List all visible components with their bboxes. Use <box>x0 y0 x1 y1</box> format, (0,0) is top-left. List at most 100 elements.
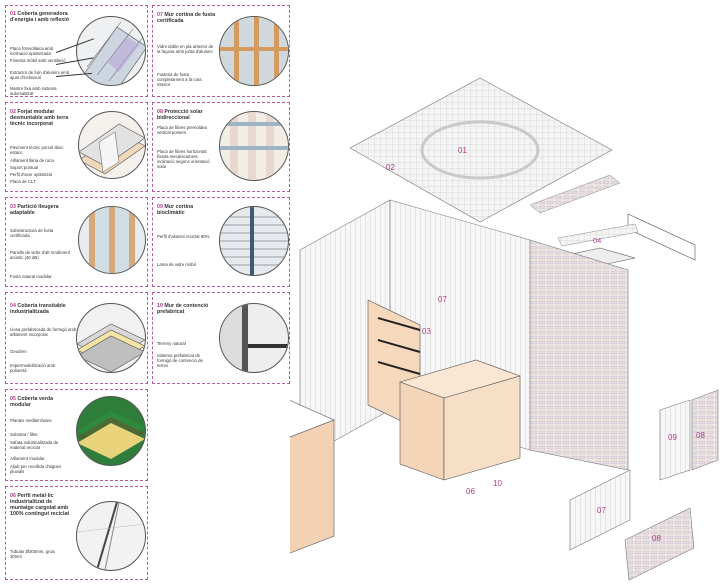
detail-panel-09: 09 Mur cortina bioclimàtic Perfil d'alum… <box>152 197 290 287</box>
panel-number: 04 <box>10 303 16 309</box>
panel-number: 02 <box>10 109 16 115</box>
panel-title-text: Mur de contenció prefabricat <box>157 303 209 315</box>
panel-label: Finestra mòbil amb ventilació <box>10 58 66 63</box>
green-roof-detail-icon <box>77 411 145 459</box>
panel-label: Vidre doble en pla anterior de la façana… <box>157 44 214 54</box>
detail-panel-10: 10 Mur de contenció prefabricat Terreny … <box>152 292 290 384</box>
building-right-face <box>529 239 629 471</box>
label-02: 02 <box>386 163 395 172</box>
label-panel-09a: 09 <box>668 433 677 442</box>
floor-slab-detail-icon <box>79 123 145 175</box>
panel-number: 08 <box>157 109 163 115</box>
detail-circle-08 <box>219 111 289 181</box>
panel-title: 06 Perfil metàl·lic industrialitzat de m… <box>10 493 72 517</box>
panel-title: 08 Protecció solar bidireccional <box>157 109 219 121</box>
left-block-right <box>290 419 335 554</box>
solar-shading-detail-icon <box>220 112 288 180</box>
detail-panel-06: 06 Perfil metàl·lic industrialitzat de m… <box>5 486 148 580</box>
detail-panel-01: 01 Coberta generadora d'energia i amb re… <box>5 5 148 97</box>
front-block-left <box>399 381 445 481</box>
panel-title: 07 Mur cortina de fusta certificada <box>157 12 219 24</box>
detail-panel-08: 08 Protecció solar bidireccional Placa d… <box>152 102 290 192</box>
partition-detail-icon <box>89 207 135 273</box>
panel-title-text: Coberta generadora d'energia i amb refle… <box>10 11 69 23</box>
panel-label: Fusta natural modular <box>10 274 52 279</box>
detail-circle-06 <box>76 501 146 571</box>
timber-curtain-wall-icon <box>220 17 288 85</box>
panel-label: Substrat / filtre <box>10 432 38 437</box>
panel-title-text: Forjat modular desmuntable amb terra tèc… <box>10 109 69 127</box>
panel-label: Geodren <box>10 349 27 354</box>
rooftop-unit <box>627 213 696 261</box>
panel-title-text: Mur cortina bioclimàtic <box>157 204 194 216</box>
panel-label: Placa de CLT <box>10 179 36 184</box>
panel-label: Terreny natural <box>157 341 186 346</box>
panel-number: 03 <box>10 204 16 210</box>
panel-label: Extractor de fum d'alumini amb ajust d'i… <box>10 70 70 80</box>
panel-title: 10 Mur de contenció prefabricat <box>157 303 219 315</box>
panel-number: 01 <box>10 11 16 17</box>
panel-label: Impermeabilització amb poliuretà <box>10 363 56 373</box>
exploded-axonometric: 01 02 04 05 07 03 06 10 07 <box>290 77 719 581</box>
panel-label: Safata industrialitzada de material reci… <box>10 440 59 450</box>
label-panel-08: 08 <box>652 534 661 543</box>
panel-title: 02 Forjat modular desmuntable amb terra … <box>10 109 72 127</box>
panel-label: Tubular Ø300mm, gruix 30mm <box>10 549 55 559</box>
shading-strip <box>529 174 621 214</box>
front-block-right <box>443 375 521 481</box>
panel-label: Mestre fixa amb sistema automatitzat <box>10 86 57 96</box>
panel-label: Aïllament modular <box>10 456 45 461</box>
panel-label: Aïllament llana de roca <box>10 158 54 163</box>
panel-label: Placa de fibres horitzontal fixada mecàn… <box>157 149 210 169</box>
panel-label: Perfil d'acer optimitzat <box>10 172 53 177</box>
detail-panel-05: 05 Coberta verda modular Plantes mediter… <box>5 389 148 481</box>
detail-circle-01 <box>76 16 146 86</box>
panel-title: 05 Coberta verda modular <box>10 396 72 408</box>
panel-number: 07 <box>157 12 163 18</box>
label-06: 06 <box>466 487 475 496</box>
detail-circle-03 <box>78 206 146 274</box>
panel-title-text: Partició lleugera adaptable <box>10 204 59 216</box>
facade-panel-08 <box>624 507 695 581</box>
panel-title: 03 Partició lleugera adaptable <box>10 204 72 216</box>
detail-circle-10 <box>219 303 289 373</box>
panel-label: Lama de vidre mòbil <box>157 262 196 267</box>
retaining-wall-icon <box>220 304 288 372</box>
bioclimatic-wall-icon <box>220 207 288 275</box>
panel-label: Subestructura de fusta certificada <box>10 228 54 238</box>
facade-panel-07 <box>569 469 631 551</box>
panel-number: 10 <box>157 303 163 309</box>
panel-title-text: Perfil metàl·lic industrialitzat de munt… <box>10 493 70 517</box>
roof-plate <box>349 77 613 223</box>
panel-number: 09 <box>157 204 163 210</box>
detail-circle-05 <box>76 396 146 466</box>
label-01: 01 <box>458 146 467 155</box>
panel-label: Plantes mediterrànies <box>10 418 52 423</box>
panel-title: 01 Coberta generadora d'energia i amb re… <box>10 11 70 23</box>
facade-panel-10 <box>691 389 719 471</box>
facade-panel-09 <box>659 399 691 481</box>
roof-skylight <box>420 120 540 180</box>
detail-panel-04: 04 Coberta transitable industrialitzada … <box>5 292 148 384</box>
panel-label: Paviment tècnic porcel·lànic estanc <box>10 145 64 155</box>
terrace-04 <box>557 223 639 247</box>
label-04: 04 <box>593 236 601 245</box>
panel-label: Aljub per recollida d'aigües pluvials <box>10 464 62 474</box>
label-07: 07 <box>438 295 447 304</box>
detail-circle-09 <box>219 206 289 276</box>
detail-circle-07 <box>219 16 289 86</box>
panel-title: 04 Coberta transitable industrialitzada <box>10 303 72 315</box>
panel-title-text: Protecció solar bidireccional <box>157 109 203 121</box>
panel-title-text: Mur cortina de fusta certificada <box>157 12 216 24</box>
panel-label: Llosa prefabricada de formigó amb aïllam… <box>10 327 77 337</box>
detail-panel-03: 03 Partició lleugera adaptable Subestruc… <box>5 197 148 287</box>
detail-circle-04 <box>76 303 146 373</box>
panel-label: Placa de fibres premoldea vertical porse… <box>157 125 207 135</box>
skylight-detail-icon <box>81 21 145 85</box>
panel-label: Placa fotovoltaica amb inclinació optimi… <box>10 46 54 56</box>
panel-label: Panells de vidre d'alt rendiment acústic… <box>10 250 70 260</box>
panel-title-text: Coberta transitable industrialitzada <box>10 303 66 315</box>
floor-slab-lines <box>377 317 421 375</box>
panel-label: Sistema prefabricat de formigó de conten… <box>157 353 203 368</box>
walkable-roof-detail-icon <box>77 323 145 372</box>
